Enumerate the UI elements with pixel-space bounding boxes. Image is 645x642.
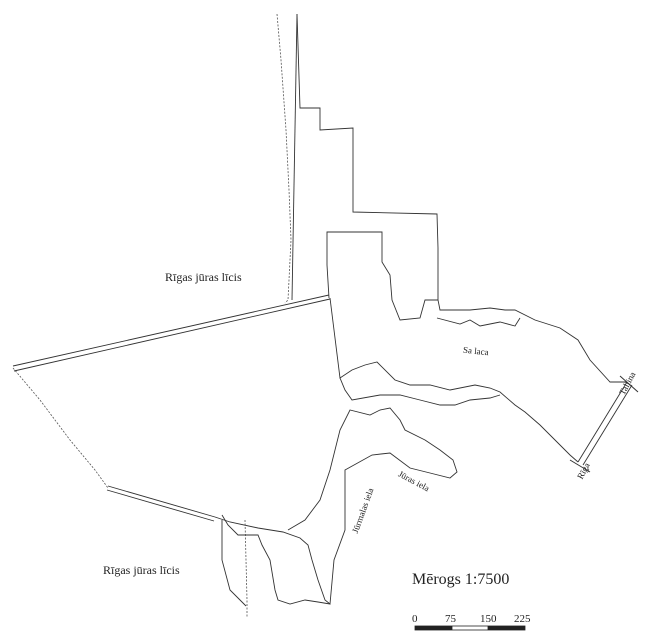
- road-cross-top: [619, 375, 639, 393]
- boundary-loop: [339, 377, 501, 406]
- road-cross-bottom: [569, 459, 591, 473]
- border-double-1b: [13, 298, 331, 372]
- coastline-south: [244, 519, 248, 618]
- scale-bar: [414, 625, 526, 631]
- boundary-southwest-inner: [221, 520, 247, 607]
- border-double-2a: [107, 485, 216, 518]
- sea-label-north: Rīgas jūras līcis: [165, 270, 242, 284]
- boundary-southwest: [221, 514, 331, 605]
- boundary-block: [326, 231, 438, 321]
- scale-tick-75: 75: [445, 613, 456, 625]
- boundary-north-inner: [291, 13, 298, 301]
- border-double-1a: [12, 294, 330, 367]
- border-double-3a: [577, 381, 628, 463]
- scale-tick-225: 225: [514, 613, 531, 625]
- border-double-2b: [106, 489, 215, 522]
- sea-label-south: Rīgas jūras līcis: [103, 563, 180, 577]
- scale-tick-150: 150: [480, 613, 497, 625]
- scale-title: Mērogs 1:7500: [412, 571, 510, 588]
- scale-tick-0: 0: [412, 613, 418, 625]
- border-double-3b: [582, 384, 633, 466]
- coastline-north: [276, 13, 292, 304]
- coastline-west: [12, 367, 109, 489]
- boundary-north: [296, 13, 627, 383]
- boundary-river-north: [436, 317, 521, 327]
- boundary-south: [214, 407, 458, 605]
- boundary-south-inner: [329, 297, 579, 463]
